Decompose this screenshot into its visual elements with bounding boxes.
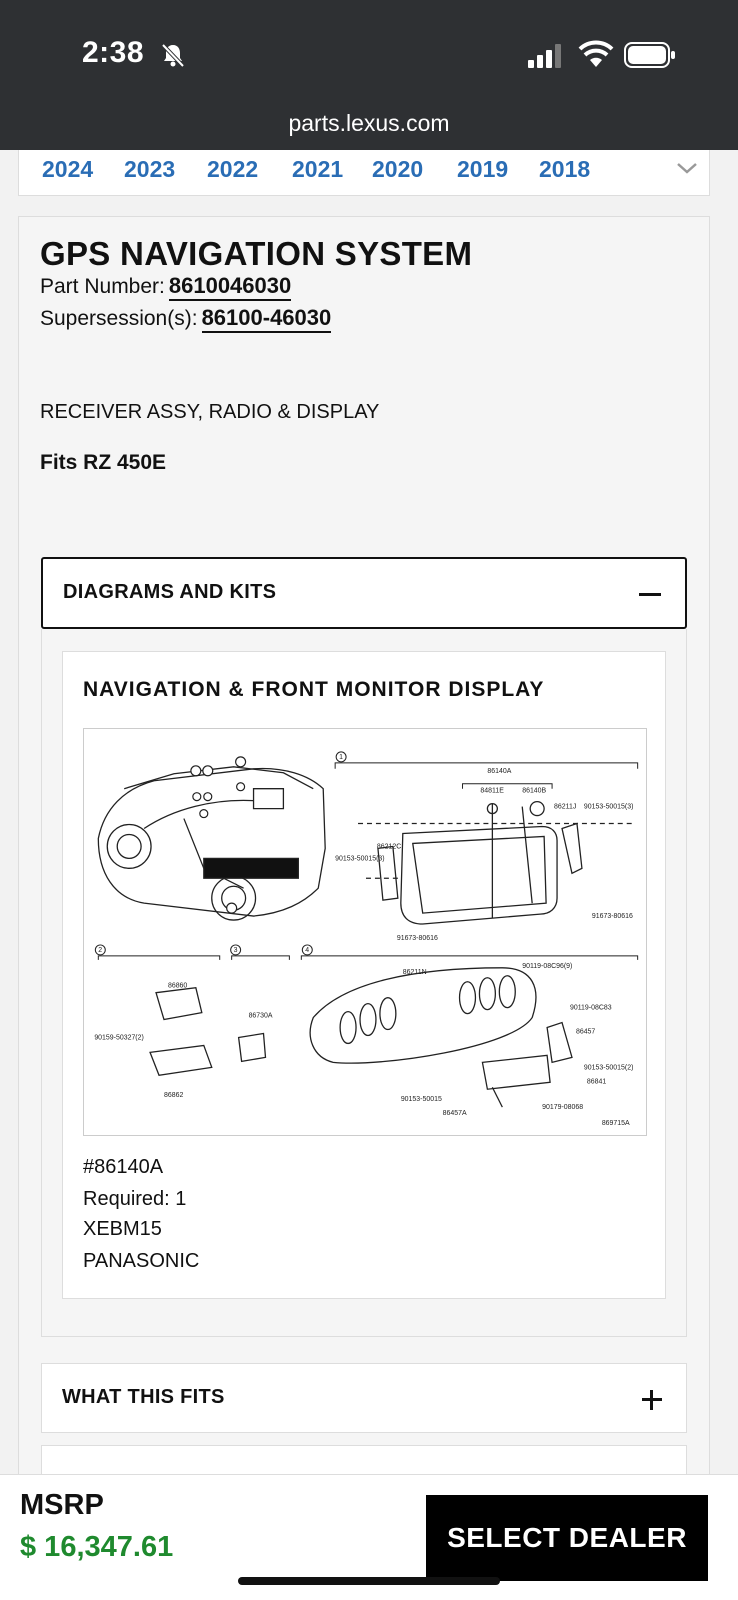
accordion-diagrams-header[interactable]: DIAGRAMS AND KITS (41, 557, 687, 629)
status-time: 2:38 (82, 36, 145, 69)
diagram-title: NAVIGATION & FRONT MONITOR DISPLAY (83, 678, 545, 701)
year-link[interactable]: 2023 (124, 156, 176, 182)
diagram-callout-label[interactable]: 86862 (164, 1092, 183, 1099)
status-bar: 2:38 (0, 0, 738, 108)
diagram-callout-label[interactable]: 86212C (377, 843, 401, 850)
diagram-callout-label[interactable]: 90153-50015(2) (584, 1064, 633, 1071)
url-text: parts.lexus.com (288, 110, 450, 136)
section-number-circle (301, 944, 313, 956)
year-link[interactable]: 2021 (292, 156, 344, 182)
year-link[interactable]: 2024 (42, 156, 94, 182)
diagram-callout-label[interactable]: 90159-50327(2) (94, 1034, 143, 1041)
diagram-callout-label[interactable]: 869715A (602, 1120, 630, 1127)
diagram-callout-label[interactable]: 90119-08C96(9) (522, 963, 572, 970)
section-number: 4 (305, 947, 309, 954)
part-code: XEBM15 (83, 1218, 162, 1240)
wifi-icon (578, 40, 614, 67)
part-number-link[interactable]: 8610046030 (168, 273, 292, 301)
year-link[interactable]: 2022 (207, 156, 259, 182)
section-number: 3 (234, 947, 238, 954)
year-selector: 2024 2023 2022 2021 2020 2019 2018 (18, 150, 710, 196)
section-number: 2 (98, 947, 102, 954)
vehicle-illustration (97, 766, 326, 921)
diagram-callout-label[interactable]: 91673-80616 (397, 935, 438, 942)
year-link[interactable]: 2019 (457, 156, 509, 182)
cellular-signal-icon (528, 44, 561, 68)
page-title: GPS NAVIGATION SYSTEM (40, 235, 473, 272)
diagram-callout-label[interactable]: 86140A (487, 768, 511, 775)
minus-icon (639, 593, 661, 596)
part-description: RECEIVER ASSY, RADIO & DISPLAY (40, 401, 380, 423)
diagram-callout-label[interactable]: 86860 (168, 983, 187, 990)
select-dealer-button[interactable]: SELECT DEALER (426, 1495, 708, 1581)
diagram-callout-label[interactable]: 86211J (554, 804, 576, 811)
diagram-callout-label[interactable]: 86211N (403, 969, 427, 976)
diagram-callout-label[interactable]: 91673-80616 (592, 913, 633, 920)
parts-diagram[interactable]: 86140A 84811E 86140B 86211J 90153-50015(3) 86… (83, 728, 647, 1136)
accordion-label: DIAGRAMS AND KITS (63, 581, 277, 603)
diagram-callout-label[interactable]: 86841 (587, 1078, 606, 1085)
supersession-row: Supersession(s):86100-46030 (40, 305, 332, 333)
part-detail-card: GPS NAVIGATION SYSTEM Part Number:861004… (18, 216, 710, 1485)
required-quantity: Required: 1 (83, 1188, 187, 1210)
diagram-callout-label[interactable]: 90179-08068 (542, 1104, 583, 1111)
diagram-callout-label[interactable]: 90119-08C83 (570, 1005, 612, 1012)
checkout-bar: MSRP $ 16,347.61 SELECT DEALER (0, 1474, 738, 1600)
diagram-callout-label[interactable]: 90153-50015 (401, 1096, 442, 1103)
part-number-label: Part Number: (40, 275, 165, 298)
diagram-card: NAVIGATION & FRONT MONITOR DISPLAY (62, 651, 666, 1299)
home-indicator[interactable] (238, 1577, 500, 1585)
diagram-callout-label[interactable]: 86457A (443, 1110, 467, 1117)
section-number-circle (94, 944, 106, 956)
supersession-label: Supersession(s): (40, 307, 198, 330)
msrp-label: MSRP (20, 1489, 104, 1521)
part-number-row: Part Number:8610046030 (40, 273, 292, 301)
section-number-layer: 1 2 3 4 (94, 751, 347, 956)
reference-number: #86140A (83, 1156, 164, 1178)
diagram-callout-label[interactable]: 86457 (576, 1029, 595, 1036)
fitment-summary: Fits RZ 450E (40, 451, 167, 474)
diagram-callout-label[interactable]: 86730A (249, 1013, 273, 1020)
year-link[interactable]: 2020 (372, 156, 424, 182)
section-number-circle (335, 751, 347, 763)
accordion-what-this-fits[interactable]: WHAT THIS FITS (41, 1363, 687, 1433)
section-number: 1 (339, 754, 343, 761)
diagram-callout-label[interactable]: 90153-50015(3) (335, 855, 384, 862)
address-bar[interactable]: parts.lexus.com (0, 108, 738, 150)
display-illustration (358, 800, 632, 925)
section-frames (97, 762, 639, 960)
accordion-label: WHAT THIS FITS (62, 1386, 225, 1408)
callout-layer: 86140A 84811E 86140B 86211J 90153-50015(3) 86… (94, 768, 633, 1127)
battery-icon (624, 42, 675, 68)
year-link[interactable]: 2018 (539, 156, 591, 182)
chevron-down-icon[interactable] (675, 156, 699, 180)
diagram-callout-label[interactable]: 86140B (522, 788, 546, 795)
plus-icon (650, 1390, 653, 1410)
diagram-callout-label[interactable]: 84811E (480, 788, 504, 795)
accordion-diagrams-body: NAVIGATION & FRONT MONITOR DISPLAY (41, 629, 687, 1337)
supersession-link[interactable]: 86100-46030 (201, 305, 332, 333)
bell-muted-icon (161, 43, 185, 68)
diagram-circle-markers (190, 756, 247, 914)
diagram-callout-label[interactable]: 90153-50015(3) (584, 804, 633, 811)
section-number-circle (230, 944, 242, 956)
manufacturer: PANASONIC (83, 1250, 200, 1272)
msrp-price: $ 16,347.61 (20, 1531, 174, 1563)
bracket-illustration (149, 967, 573, 1108)
